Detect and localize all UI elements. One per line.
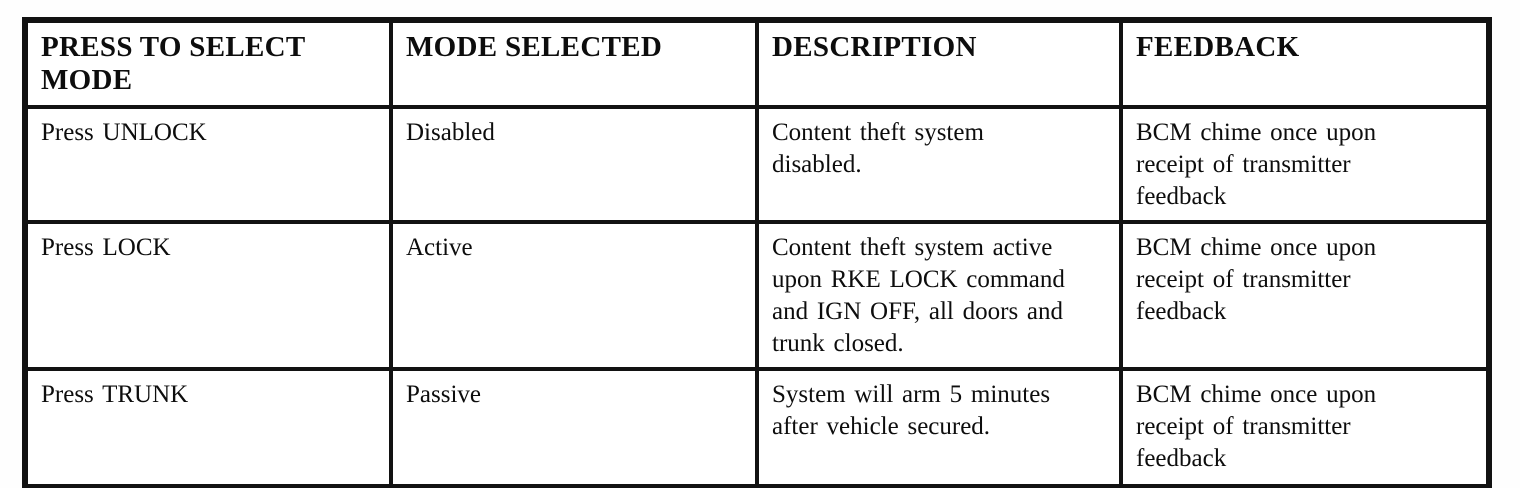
- table-row: Press LOCK Active Content theft system a…: [23, 220, 1491, 372]
- cell-description: Content theft system active upon RKE LOC…: [755, 220, 1123, 372]
- cell-mode-selected: Passive: [389, 367, 759, 488]
- column-header-mode-selected: MODE SELECTED: [389, 17, 759, 110]
- cell-press-to-select: Press TRUNK: [23, 367, 393, 488]
- cell-feedback: BCM chime once upon receipt of transmitt…: [1119, 220, 1491, 372]
- cell-mode-selected: Active: [389, 220, 759, 372]
- column-header-press-to-select-mode: PRESS TO SELECT MODE: [23, 17, 393, 110]
- cell-feedback: BCM chime once upon receipt of transmitt…: [1119, 105, 1491, 225]
- cell-feedback: BCM chime once upon receipt of transmitt…: [1119, 367, 1491, 488]
- cell-press-to-select: Press LOCK: [23, 220, 393, 372]
- cell-press-to-select: Press UNLOCK: [23, 105, 393, 225]
- table-header-row: PRESS TO SELECT MODE MODE SELECTED DESCR…: [23, 17, 1491, 110]
- cell-description: Content theft system disabled.: [755, 105, 1123, 225]
- table-row: Press TRUNK Passive System will arm 5 mi…: [23, 367, 1491, 488]
- cell-mode-selected: Disabled: [389, 105, 759, 225]
- column-header-description: DESCRIPTION: [755, 17, 1123, 110]
- column-header-feedback: FEEDBACK: [1119, 17, 1491, 110]
- mode-select-table: PRESS TO SELECT MODE MODE SELECTED DESCR…: [22, 17, 1492, 488]
- table-row: Press UNLOCK Disabled Content theft syst…: [23, 105, 1491, 225]
- cell-description: System will arm 5 minutes after vehicle …: [755, 367, 1123, 488]
